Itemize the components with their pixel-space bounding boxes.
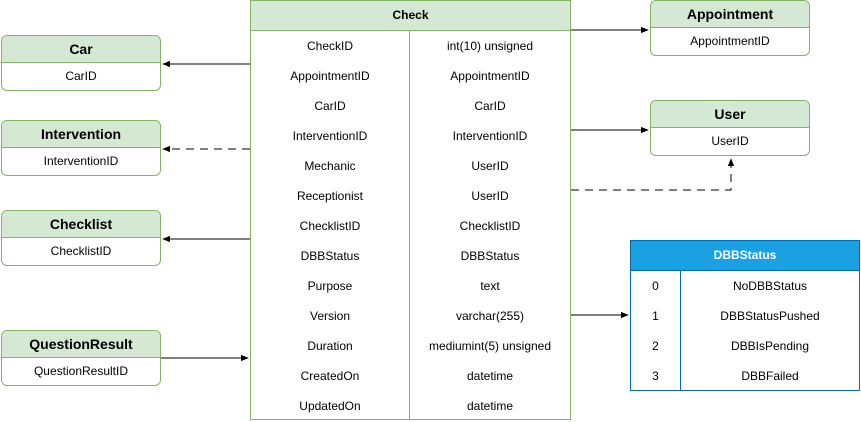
check-field: Version [309, 309, 351, 323]
dbbstatus-value: 1 [652, 309, 659, 323]
car-entity-title: Car [2, 36, 160, 63]
check-field: Receptionist [296, 189, 364, 203]
check-type: int(10) unsigned [446, 39, 534, 53]
check-type-column: int(10) unsigned AppointmentID CarID Int… [410, 31, 570, 419]
check-field-column: CheckID AppointmentID CarID Intervention… [251, 31, 410, 419]
intervention-entity: Intervention InterventionID [1, 120, 161, 176]
dbbstatus-name: DBBFailed [741, 369, 799, 383]
dbbstatus-name: DBBIsPending [730, 339, 810, 353]
dbbstatus-value: 2 [652, 339, 659, 353]
check-type: DBBStatus [460, 249, 520, 263]
user-entity-title: User [651, 101, 809, 128]
dbbstatus-name-column: NoDBBStatus DBBStatusPushed DBBIsPending… [681, 271, 859, 390]
dbbstatus-value: 0 [652, 279, 659, 293]
check-field: InterventionID [292, 129, 368, 143]
check-table-title: Check [251, 1, 570, 31]
check-type: CarID [474, 99, 506, 113]
check-field: AppointmentID [290, 69, 370, 83]
check-type: text [480, 279, 500, 293]
user-entity: User UserID [650, 100, 810, 156]
check-table: Check CheckID AppointmentID CarID Interv… [250, 0, 571, 420]
dbbstatus-enum-table: DBBStatus 0 1 2 3 NoDBBStatus DBBStatusP… [630, 240, 860, 391]
check-field: DBBStatus [300, 249, 360, 263]
intervention-entity-field: InterventionID [43, 154, 119, 168]
dbbstatus-name: NoDBBStatus [732, 279, 808, 293]
check-type: InterventionID [452, 129, 528, 143]
appointment-entity-field: AppointmentID [690, 34, 770, 48]
check-type: ChecklistID [459, 219, 521, 233]
checklist-entity-title: Checklist [2, 211, 160, 238]
dbbstatus-value-column: 0 1 2 3 [631, 271, 681, 390]
dbbstatus-value: 3 [652, 369, 659, 383]
user-entity-field: UserID [711, 134, 749, 148]
appointment-entity: Appointment AppointmentID [650, 0, 810, 56]
check-field: CheckID [306, 39, 353, 53]
intervention-entity-title: Intervention [2, 121, 160, 148]
check-type: UserID [471, 159, 509, 173]
dbbstatus-enum-title: DBBStatus [631, 241, 859, 271]
check-field: Mechanic [304, 159, 356, 173]
check-field: Purpose [307, 279, 353, 293]
car-entity-field: CarID [65, 69, 97, 83]
check-type: AppointmentID [450, 69, 530, 83]
dbbstatus-name: DBBStatusPushed [720, 309, 820, 323]
check-field: ChecklistID [299, 219, 361, 233]
check-field: UpdatedOn [299, 399, 361, 413]
check-field: CreatedOn [300, 369, 360, 383]
questionresult-entity: QuestionResult QuestionResultID [1, 330, 161, 386]
car-entity: Car CarID [1, 35, 161, 91]
check-type: varchar(255) [455, 309, 525, 323]
checklist-entity: Checklist ChecklistID [1, 210, 161, 266]
questionresult-entity-field: QuestionResultID [33, 364, 129, 378]
check-type: UserID [471, 189, 509, 203]
check-type: datetime [466, 369, 514, 383]
questionresult-entity-title: QuestionResult [2, 331, 160, 358]
edge-check-user-receptionist [571, 158, 735, 191]
check-type: mediumint(5) unsigned [428, 339, 552, 353]
checklist-entity-field: ChecklistID [50, 244, 112, 258]
check-field: Duration [307, 339, 353, 353]
appointment-entity-title: Appointment [651, 1, 809, 28]
check-field: CarID [314, 99, 346, 113]
check-type: datetime [466, 399, 514, 413]
